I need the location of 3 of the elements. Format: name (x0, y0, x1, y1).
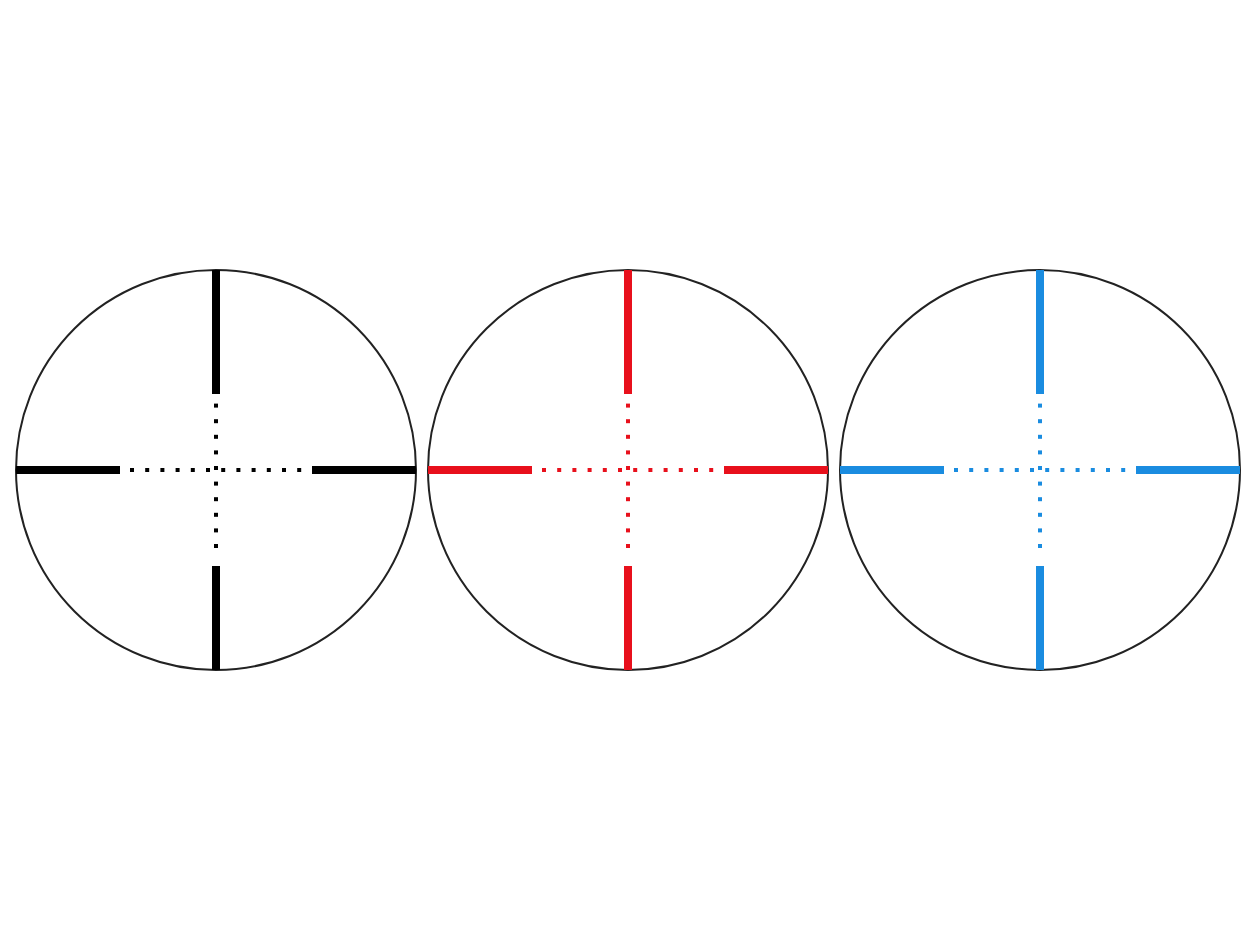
reticle-drawing (838, 268, 1242, 672)
reticle-drawing (426, 268, 830, 672)
reticle-drawing (14, 268, 418, 672)
